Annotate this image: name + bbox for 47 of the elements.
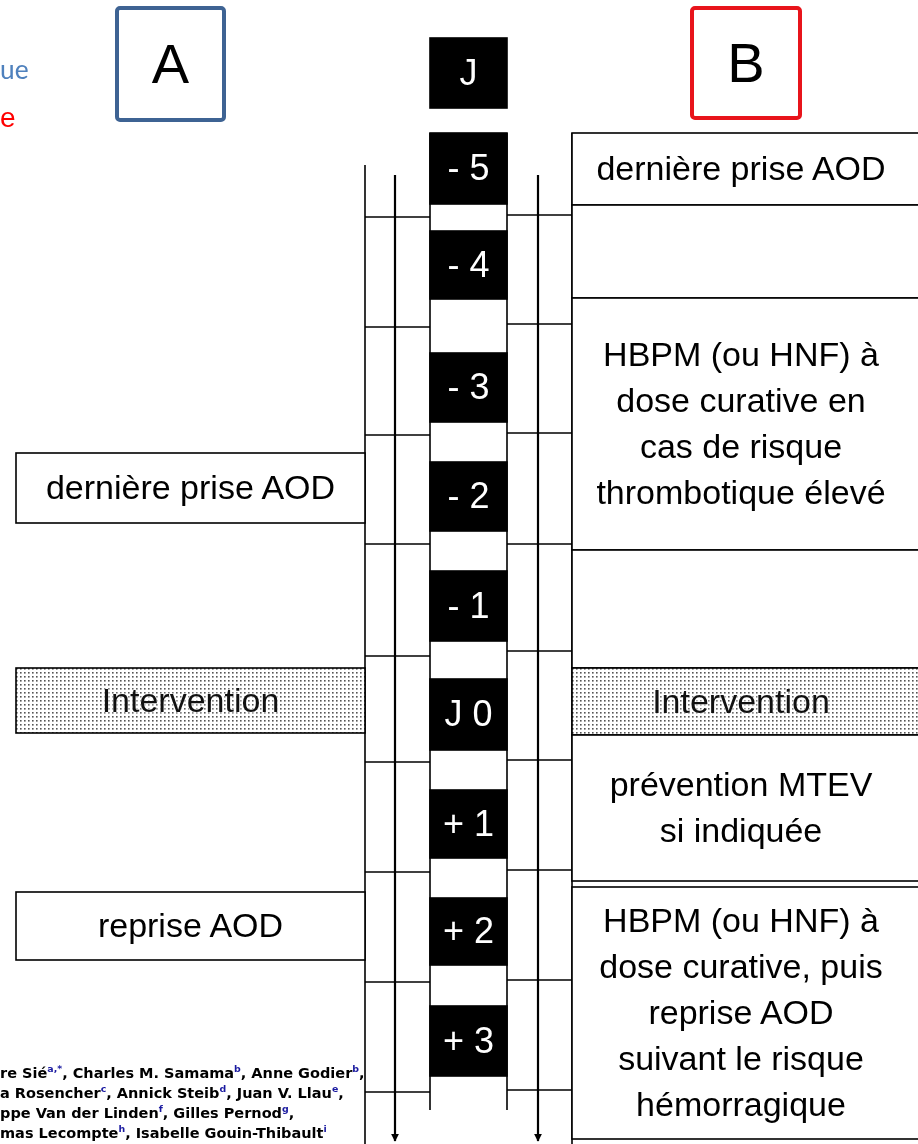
- timeline-box: [15, 452, 366, 524]
- box-text: reprise AOD: [96, 905, 285, 947]
- day-marker: [429, 132, 508, 205]
- author-line: a Rosencher$^{c}$, Annick Steib$^{d}$, Juan V. Llau$^{e}$,: [0, 1084, 344, 1102]
- timeline-box: [571, 734, 918, 882]
- day-label: - 4: [446, 242, 491, 287]
- author-line: re Sié$^{a,*}$, Charles M. Samama$^{b}$, Anne Godier$^{b}$,: [0, 1064, 365, 1082]
- day-marker: [429, 570, 508, 642]
- day-label: + 2: [441, 909, 495, 954]
- box-text: Intervention: [651, 680, 831, 722]
- box-text: HBPM (ou HNF) à dose curative, puis reprise AOD suivant le risque hémorragique: [598, 900, 884, 1125]
- intervention-box: [571, 667, 918, 736]
- intervention-box: [15, 667, 366, 734]
- day-marker: [429, 230, 508, 300]
- day-marker: [429, 789, 508, 859]
- day-label: J: [458, 50, 479, 95]
- box-text: dernière prise AOD: [44, 467, 337, 509]
- box-text: prévention MTEV si indiquée: [608, 764, 874, 851]
- panel-letter: A: [150, 31, 191, 98]
- panel-label: [690, 6, 802, 120]
- panel-label: [115, 6, 226, 122]
- fragment-text: ue: [0, 55, 29, 86]
- day-label: + 3: [441, 1018, 495, 1063]
- timeline-box: [571, 549, 918, 669]
- box-text: Intervention: [100, 679, 281, 721]
- day-marker: [429, 678, 508, 751]
- author-line: ppe Van der Linden$^{f}$, Gilles Pernod$^{g}$,: [0, 1104, 295, 1122]
- day-marker: [429, 352, 508, 423]
- timeline-box: [571, 132, 918, 206]
- day-label: - 5: [446, 146, 491, 191]
- day-marker: [429, 37, 508, 109]
- day-label: - 2: [446, 474, 491, 519]
- day-label: J 0: [443, 692, 494, 737]
- timeline-box: [571, 204, 918, 299]
- box-text: HBPM (ou HNF) à dose curative en cas de risque thrombotique élevé: [595, 334, 887, 513]
- day-label: + 1: [441, 801, 495, 846]
- day-label: - 3: [446, 365, 491, 410]
- day-marker: [429, 1005, 508, 1077]
- panel-letter: B: [726, 30, 766, 97]
- day-label: - 1: [446, 583, 491, 628]
- day-marker: [429, 897, 508, 966]
- box-text: dernière prise AOD: [595, 148, 887, 190]
- author-line: mas Lecompte$^{h}$, Isabelle Gouin-Thibault$^{i}$: [0, 1124, 327, 1142]
- day-marker: [429, 461, 508, 532]
- fragment-text: e: [0, 103, 16, 134]
- timeline-box: [571, 886, 918, 1140]
- timeline-box: [15, 891, 366, 961]
